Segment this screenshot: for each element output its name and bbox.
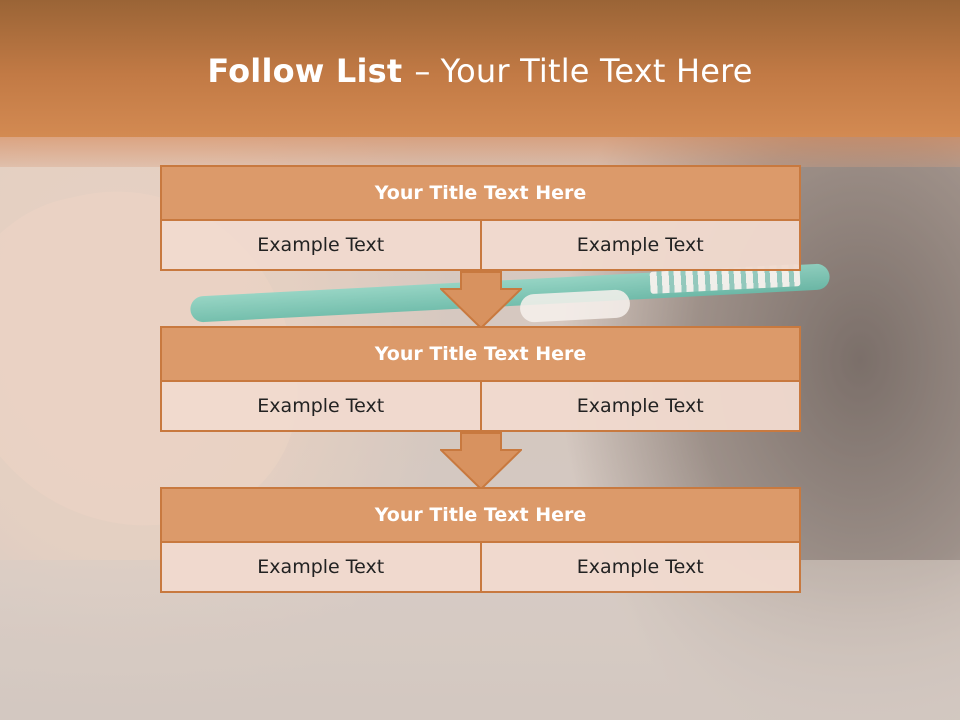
step-title: Your Title Text Here xyxy=(160,326,801,382)
down-arrow-icon xyxy=(440,271,522,329)
step-block-3: Your Title Text Here Example Text Exampl… xyxy=(160,487,801,593)
step-block-1: Your Title Text Here Example Text Exampl… xyxy=(160,165,801,271)
slide-title-separator: – xyxy=(414,52,431,90)
step-title: Your Title Text Here xyxy=(160,165,801,221)
step-row: Example Text Example Text xyxy=(160,221,801,271)
step-row: Example Text Example Text xyxy=(160,543,801,593)
slide-title-rest: Your Title Text Here xyxy=(440,52,753,90)
down-arrow-icon xyxy=(440,432,522,490)
step-cell-right: Example Text xyxy=(481,221,801,271)
step-row: Example Text Example Text xyxy=(160,382,801,432)
slide-title: Follow List–Your Title Text Here xyxy=(0,52,960,90)
step-cell-right: Example Text xyxy=(481,543,801,593)
step-cell-left: Example Text xyxy=(160,543,482,593)
step-cell-right: Example Text xyxy=(481,382,801,432)
step-cell-left: Example Text xyxy=(160,221,482,271)
slide-title-bold: Follow List xyxy=(207,52,403,90)
step-block-2: Your Title Text Here Example Text Exampl… xyxy=(160,326,801,432)
title-banner-fade xyxy=(0,137,960,167)
step-title: Your Title Text Here xyxy=(160,487,801,543)
title-banner xyxy=(0,0,960,137)
step-cell-left: Example Text xyxy=(160,382,482,432)
